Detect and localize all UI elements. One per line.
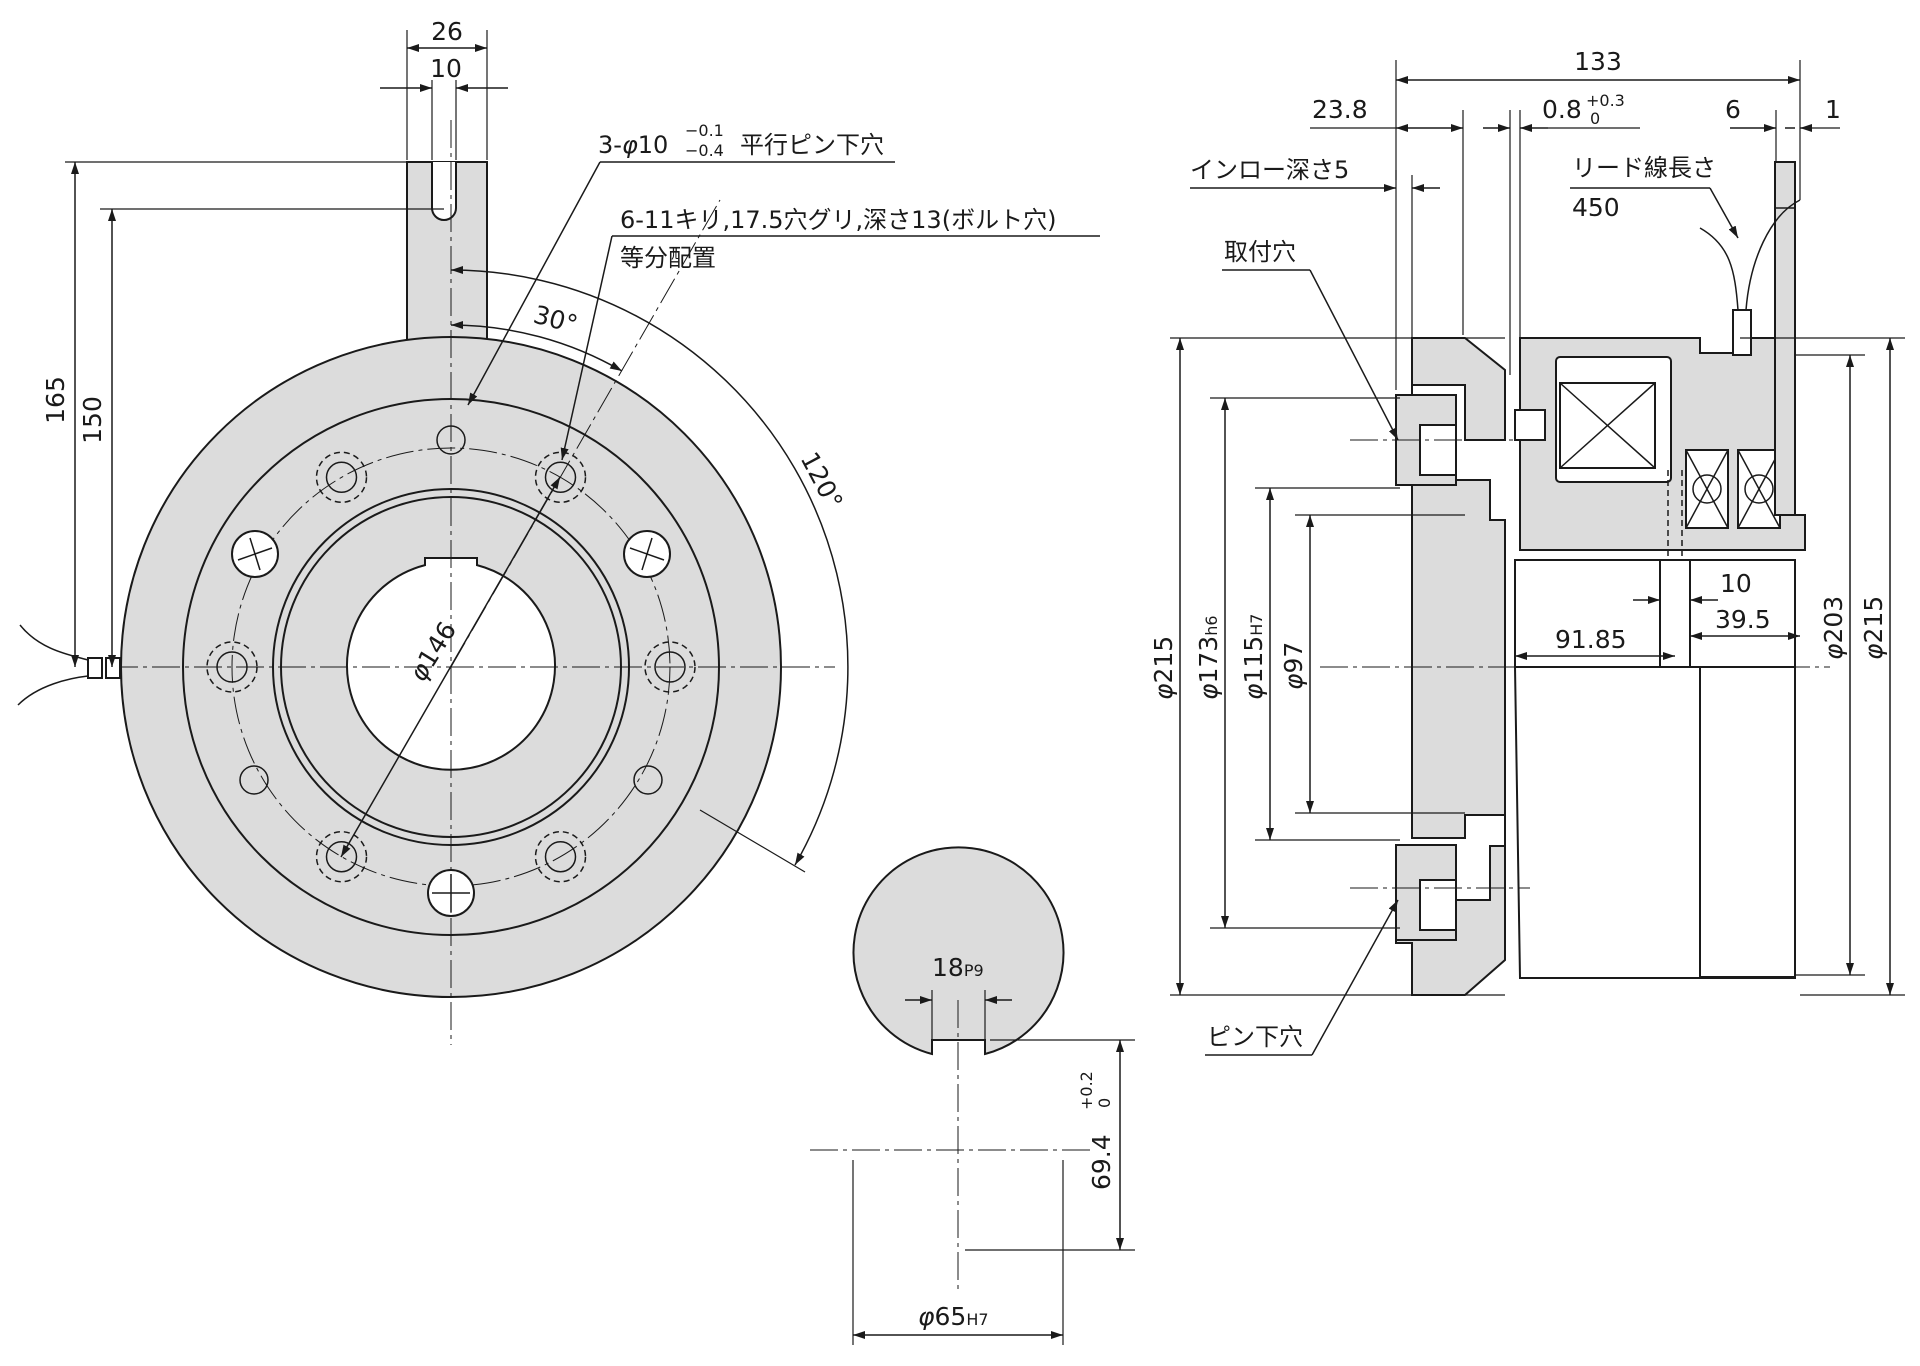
dim-len-10: 10: [1720, 569, 1752, 598]
bore-detail: 18P9 69.4 +0.2 0 φ65H7: [810, 846, 1135, 1345]
dim-flange-len: 23.8: [1312, 95, 1368, 124]
dim-d173: φ173h6: [1194, 615, 1223, 700]
gap-tol-lower: 0: [1590, 109, 1600, 128]
dim-bore-dia: φ65H7: [918, 1302, 989, 1331]
dim-key-height: 69.4: [1087, 1134, 1116, 1190]
dim-d215-right: φ215: [1859, 596, 1888, 660]
dim-total-length: 133: [1574, 47, 1622, 76]
bore-section: [852, 846, 1065, 1056]
side-view: 133 23.8 0.8 +0.3 0 6 1 インロー深さ5 リード線長さ 4…: [1149, 47, 1905, 1056]
lead-wire-grommet: [1732, 309, 1752, 356]
dim-len-91-85: 91.85: [1555, 625, 1627, 654]
angle-30: 30°: [530, 300, 580, 339]
lead-wire-length: 450: [1572, 193, 1620, 222]
dim-len-39-5: 39.5: [1715, 605, 1771, 634]
dim-height-150: 150: [78, 396, 107, 444]
pin-hole-tol-lower: −0.4: [685, 141, 724, 160]
rotor: [1514, 559, 1796, 668]
lead-wire: [1745, 199, 1801, 311]
note-spigot-depth: インロー深さ5: [1190, 156, 1349, 184]
note-bolt-holes: 6-11キリ,17.5穴グリ,深さ13(ボルト穴): [620, 206, 1056, 234]
note-equally-spaced: 等分配置: [620, 244, 716, 272]
angle-arc-120: [450, 266, 849, 866]
dim-gap: 0.8: [1542, 95, 1582, 124]
dim-tab-1: 1: [1825, 95, 1841, 124]
front-view: 26 10 165 150 30° 120° φ146 3-φ10 −0.1 −…: [17, 17, 1100, 1045]
lead-wire-label: リード線長さ: [1572, 154, 1716, 182]
dim-d215-left: φ215: [1149, 636, 1178, 700]
dim-key-width: 18P9: [932, 953, 984, 982]
dim-d97: φ97: [1279, 642, 1308, 690]
dim-d115: φ115H7: [1239, 614, 1268, 700]
note-pin-holes: 3-φ10: [598, 131, 668, 159]
gap-tol-upper: +0.3: [1586, 91, 1625, 110]
key-height-tol-upper: +0.2: [1077, 1071, 1096, 1110]
dim-tab-6: 6: [1725, 95, 1741, 124]
angle-120: 120°: [795, 447, 849, 514]
note-pin-hole: ピン下穴: [1207, 1023, 1303, 1051]
dim-slot-width: 10: [430, 54, 462, 83]
mount-hole-upper: [1419, 424, 1457, 476]
note-mount-hole: 取付穴: [1224, 238, 1296, 266]
lead-wire-sleeve: [105, 657, 121, 679]
lead-wire: [17, 675, 89, 706]
key-height-tol-lower: 0: [1095, 1098, 1114, 1108]
lead-wire: [1699, 227, 1739, 311]
pin-hole-tol-upper: −0.1: [685, 121, 724, 140]
set-screw: [1659, 559, 1691, 668]
dim-tab-width: 26: [431, 17, 463, 46]
tab-slot: [431, 162, 457, 221]
lead-wire: [19, 624, 89, 661]
pin-hole-suffix: 平行ピン下穴: [740, 131, 884, 159]
hub-sleeve-rear: [1699, 666, 1796, 978]
dim-height-165: 165: [41, 376, 70, 424]
armature-plate: [1514, 409, 1546, 441]
lead-wire-sleeve: [87, 657, 103, 679]
dim-d203: φ203: [1819, 596, 1848, 660]
